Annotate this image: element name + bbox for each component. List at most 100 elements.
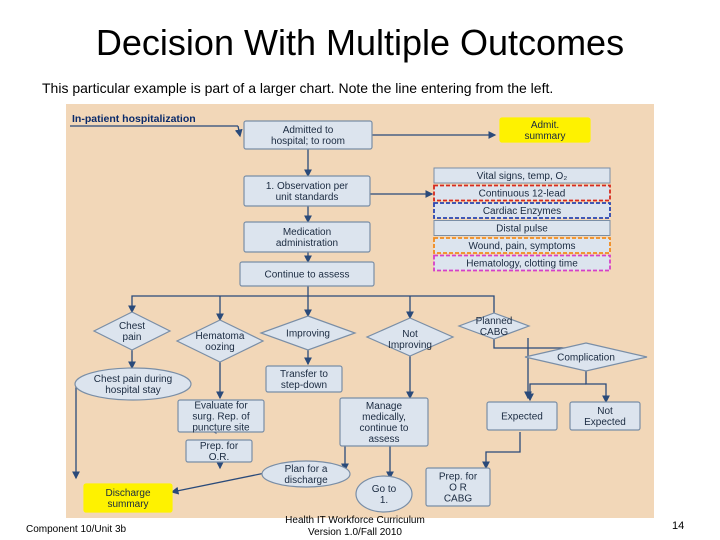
observation-item-2: Cardiac Enzymes — [433, 202, 611, 219]
connector-line — [526, 383, 586, 402]
not-improving-decision-text: Not — [402, 329, 418, 340]
admit-summary-box-shape — [499, 117, 591, 143]
prep-or-cabg-box-text: O R — [449, 483, 467, 494]
footer-component: Component 10/Unit 3b — [26, 524, 127, 535]
prep-or-cabg-box-shape — [425, 467, 491, 507]
evaluate-box-shape — [177, 399, 265, 433]
continue-assess-box-text: Continue to assess — [264, 270, 349, 281]
improving-decision-shape — [259, 315, 357, 351]
prep-or-cabg-box-text: Prep. for — [439, 472, 478, 483]
observation-item-0-shape — [433, 167, 611, 184]
not-expected-box-text: Expected — [584, 417, 626, 428]
admit-summary-box: Admit.summary — [499, 117, 591, 143]
expected-box: Expected — [486, 401, 558, 431]
discharge-summary-box-shape — [83, 483, 173, 513]
footer-curriculum-line2: Version 1.0/Fall 2010 — [308, 527, 402, 538]
observation-item-1-text: Continuous 12-lead — [479, 189, 566, 200]
observation-item-4-shape — [433, 237, 611, 254]
flowchart-connectors — [72, 125, 610, 495]
observation-box-text: unit standards — [276, 192, 339, 203]
connector-line — [170, 471, 271, 495]
not-improving-decision-text: Improving — [388, 340, 432, 351]
planned-cabg-decision-text: CABG — [480, 327, 509, 338]
observation-item-2-shape — [433, 202, 611, 219]
evaluate-box-text: Evaluate for — [194, 401, 248, 412]
transfer-box-shape — [265, 365, 343, 393]
connector-line — [493, 338, 588, 352]
manage-box-text: Manage — [366, 401, 403, 412]
connector-line — [585, 370, 610, 404]
transfer-box-text: Transfer to — [280, 369, 328, 380]
observation-item-4: Wound, pain, symptoms — [433, 237, 611, 254]
connector-line — [234, 125, 243, 138]
prep-or-cabg-box-text: CABG — [444, 494, 473, 505]
observation-item-1: Continuous 12-lead — [433, 184, 611, 202]
go-to-oval-text: Go to — [372, 484, 397, 495]
connector-line — [482, 432, 521, 470]
not-improving-decision-shape — [365, 317, 455, 357]
go-to-oval: Go to1. — [355, 475, 413, 513]
manage-box-shape — [339, 397, 429, 447]
chest-pain-stay-oval-text: Chest pain during — [94, 374, 172, 385]
plan-discharge-oval-text: discharge — [284, 475, 328, 486]
observation-item-3-shape — [433, 220, 611, 236]
manage-box-text: continue to — [360, 423, 409, 434]
plan-discharge-oval-text: Plan for a — [285, 464, 328, 475]
admitted-to-hospital-box-text: hospital; to room — [271, 136, 345, 147]
planned-cabg-decision-shape — [457, 312, 531, 340]
observation-item-1-shape — [433, 184, 611, 202]
footer-curriculum-line1: Health IT Workforce Curriculum — [285, 515, 425, 526]
manage-box-text: medically, — [362, 412, 406, 423]
evaluate-box-text: puncture site — [192, 423, 250, 434]
improving-decision-text: Improving — [286, 329, 330, 340]
observation-item-0-text: Vital signs, temp, O₂ — [477, 171, 568, 182]
prep-or-box-text: Prep. for — [200, 441, 239, 452]
chest-pain-decision-text: pain — [123, 332, 142, 343]
observation-box-shape — [243, 175, 371, 207]
chest-pain-stay-oval-shape — [74, 367, 192, 401]
hematoma-decision-text: Hematoma — [196, 331, 245, 342]
observation-item-0: Vital signs, temp, O₂ — [433, 167, 611, 184]
observation-item-3-text: Distal pulse — [496, 224, 548, 235]
observation-item-5-text: Hematology, clotting time — [466, 259, 578, 270]
go-to-oval-shape — [355, 475, 413, 513]
expected-box-text: Expected — [501, 412, 543, 423]
evaluate-box-text: surg. Rep. of — [192, 412, 249, 423]
hematoma-decision-text: oozing — [205, 342, 234, 353]
admit-summary-box-text: summary — [524, 131, 565, 142]
observation-item-2-text: Cardiac Enzymes — [483, 206, 561, 217]
slide-title: Decision With Multiple Outcomes — [95, 22, 625, 63]
observation-item-5: Hematology, clotting time — [433, 254, 611, 272]
continue-assess-box-shape — [239, 261, 375, 287]
footer-curriculum: Health IT Workforce Curriculum Version 1… — [250, 515, 460, 539]
discharge-summary-box-text: Discharge — [105, 488, 150, 499]
complication-decision-shape — [524, 342, 648, 372]
medication-box-text: administration — [276, 238, 338, 249]
admit-summary-box-text: Admit. — [531, 120, 559, 131]
transfer-box-text: step-down — [281, 380, 327, 391]
chest-pain-stay-oval-text: hospital stay — [105, 385, 161, 396]
complication-decision: Complication — [524, 342, 648, 372]
page-number: 14 — [672, 520, 685, 532]
header-label: In-patient hospitalization — [72, 113, 196, 125]
manage-box-text: assess — [368, 434, 399, 445]
prep-or-box-text: O.R. — [209, 452, 230, 463]
medication-box-text: Medication — [283, 227, 331, 238]
complication-decision-text: Complication — [557, 353, 615, 364]
medication-box-shape — [243, 221, 371, 253]
